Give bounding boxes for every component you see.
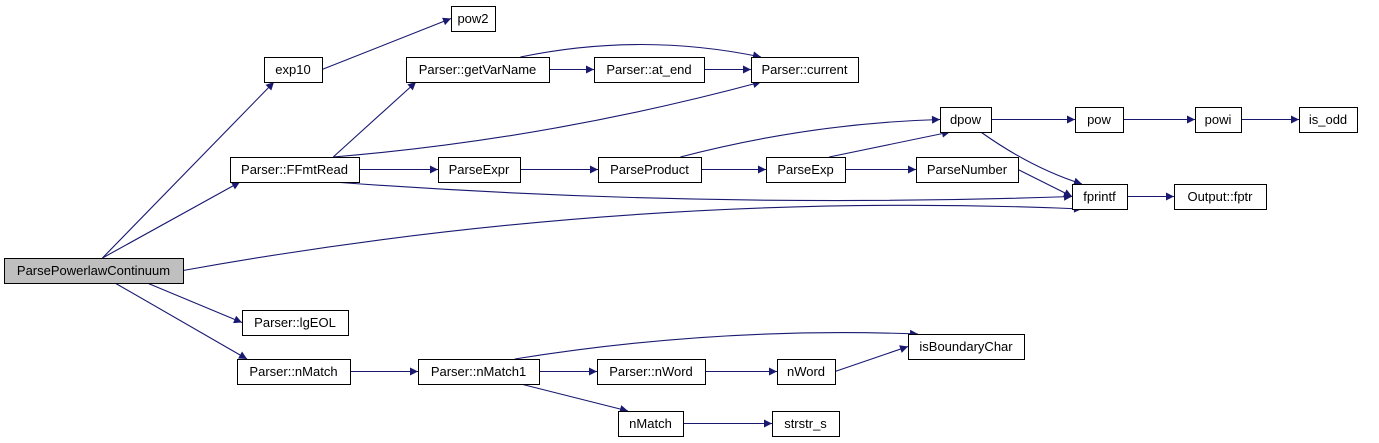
node-box	[1174, 184, 1267, 210]
node-box	[751, 57, 859, 83]
node-label: Parser::nMatch	[249, 364, 337, 379]
node-current[interactable]: Parser::current	[751, 57, 859, 83]
node-label: fprintf	[1083, 189, 1116, 204]
node-atend[interactable]: Parser::at_end	[594, 57, 705, 83]
edge-dpow-to-fprintf	[980, 131, 1083, 186]
node-box	[230, 157, 360, 183]
node-box	[777, 359, 836, 385]
node-exp10[interactable]: exp10	[264, 57, 323, 83]
edge-exp10-to-pow2	[321, 17, 452, 71]
edge-root-to-exp10	[102, 81, 275, 259]
node-label: ParsePowerlawContinuum	[17, 263, 170, 278]
node-nwordp[interactable]: Parser::nWord	[597, 359, 706, 385]
node-nmatch1[interactable]: Parser::nMatch1	[418, 359, 540, 385]
node-label: Parser::nMatch1	[431, 364, 526, 379]
node-box	[264, 57, 323, 83]
node-box	[1195, 107, 1242, 133]
node-label: Parser::current	[762, 62, 848, 77]
node-root[interactable]: ParsePowerlawContinuum	[4, 258, 184, 284]
edge-nword-to-isboundary	[834, 345, 909, 373]
node-label: dpow	[950, 112, 982, 127]
edge-ffmt-to-fprintf	[333, 181, 1073, 202]
node-parseexp[interactable]: ParseExp	[766, 157, 846, 183]
node-isboundary[interactable]: isBoundaryChar	[908, 334, 1025, 360]
node-label: ParseProduct	[610, 162, 689, 177]
node-box	[597, 359, 706, 385]
node-box	[406, 57, 550, 83]
node-isodd[interactable]: is_odd	[1299, 107, 1358, 133]
node-nmatchp[interactable]: Parser::nMatch	[237, 359, 351, 385]
node-box	[4, 258, 184, 284]
node-parseproduct[interactable]: ParseProduct	[598, 157, 702, 183]
node-label: powi	[1205, 112, 1232, 127]
node-box	[916, 157, 1019, 183]
node-pow[interactable]: pow	[1075, 107, 1124, 133]
node-nword[interactable]: nWord	[777, 359, 836, 385]
edge-root-to-lgeol	[146, 282, 243, 324]
edge-parseexp-to-dpow	[829, 129, 951, 158]
node-box	[1075, 107, 1124, 133]
node-box	[772, 411, 840, 437]
node-box	[766, 157, 846, 183]
edge-parseproduct-to-dpow	[680, 115, 941, 158]
node-nmatch[interactable]: nMatch	[618, 411, 684, 437]
node-label: Parser::at_end	[606, 62, 691, 77]
node-fptr[interactable]: Output::fptr	[1174, 184, 1267, 210]
edges	[102, 17, 1299, 428]
node-ffmt[interactable]: Parser::FFmtRead	[230, 157, 360, 183]
node-box	[451, 6, 496, 32]
edge-nmatch1-to-isboundary	[514, 329, 919, 360]
edge-getvar-to-current	[520, 43, 762, 60]
edge-root-to-nmatchp	[114, 282, 248, 360]
node-label: Parser::nWord	[609, 364, 693, 379]
node-label: nWord	[787, 364, 825, 379]
node-parseexpr[interactable]: ParseExpr	[438, 157, 521, 183]
node-lgeol[interactable]: Parser::lgEOL	[242, 310, 349, 336]
node-box	[418, 359, 540, 385]
node-box	[618, 411, 684, 437]
node-label: is_odd	[1309, 112, 1347, 127]
node-label: isBoundaryChar	[919, 339, 1013, 354]
node-label: ParseExpr	[449, 162, 510, 177]
node-label: pow2	[457, 11, 488, 26]
nodes: ParsePowerlawContinuum exp10 pow2Parser::g…	[4, 6, 1358, 437]
node-label: strstr_s	[784, 416, 827, 431]
edge-ffmt-to-current	[333, 80, 762, 158]
node-powi[interactable]: powi	[1195, 107, 1242, 133]
node-box	[1299, 107, 1358, 133]
edge-root-to-ffmt	[102, 181, 241, 259]
node-box	[594, 57, 705, 83]
edge-nmatch1-to-nmatch	[520, 383, 629, 413]
node-label: Parser::getVarName	[419, 62, 537, 77]
node-box	[237, 359, 351, 385]
node-box	[940, 107, 992, 133]
node-pow2[interactable]: pow2	[451, 6, 496, 32]
node-label: nMatch	[629, 416, 672, 431]
node-fprintf[interactable]: fprintf	[1072, 184, 1128, 210]
edge-parsenumber-to-fprintf	[1017, 169, 1073, 197]
node-label: ParseNumber	[927, 162, 1008, 177]
node-label: ParseExp	[777, 162, 833, 177]
edge-root-to-fprintf	[182, 204, 1083, 272]
node-label: exp10	[275, 62, 310, 77]
node-getvar[interactable]: Parser::getVarName	[406, 57, 550, 83]
node-label: Parser::FFmtRead	[241, 162, 348, 177]
node-label: pow	[1087, 112, 1111, 127]
edge-ffmt-to-getvar	[332, 81, 417, 158]
node-box	[438, 157, 521, 183]
node-box	[908, 334, 1025, 360]
node-parsenumber[interactable]: ParseNumber	[916, 157, 1019, 183]
node-label: Output::fptr	[1187, 189, 1253, 204]
node-strstrs[interactable]: strstr_s	[772, 411, 840, 437]
node-dpow[interactable]: dpow	[940, 107, 992, 133]
node-box	[1072, 184, 1128, 210]
node-box	[242, 310, 349, 336]
node-label: Parser::lgEOL	[254, 315, 336, 330]
node-box	[598, 157, 702, 183]
